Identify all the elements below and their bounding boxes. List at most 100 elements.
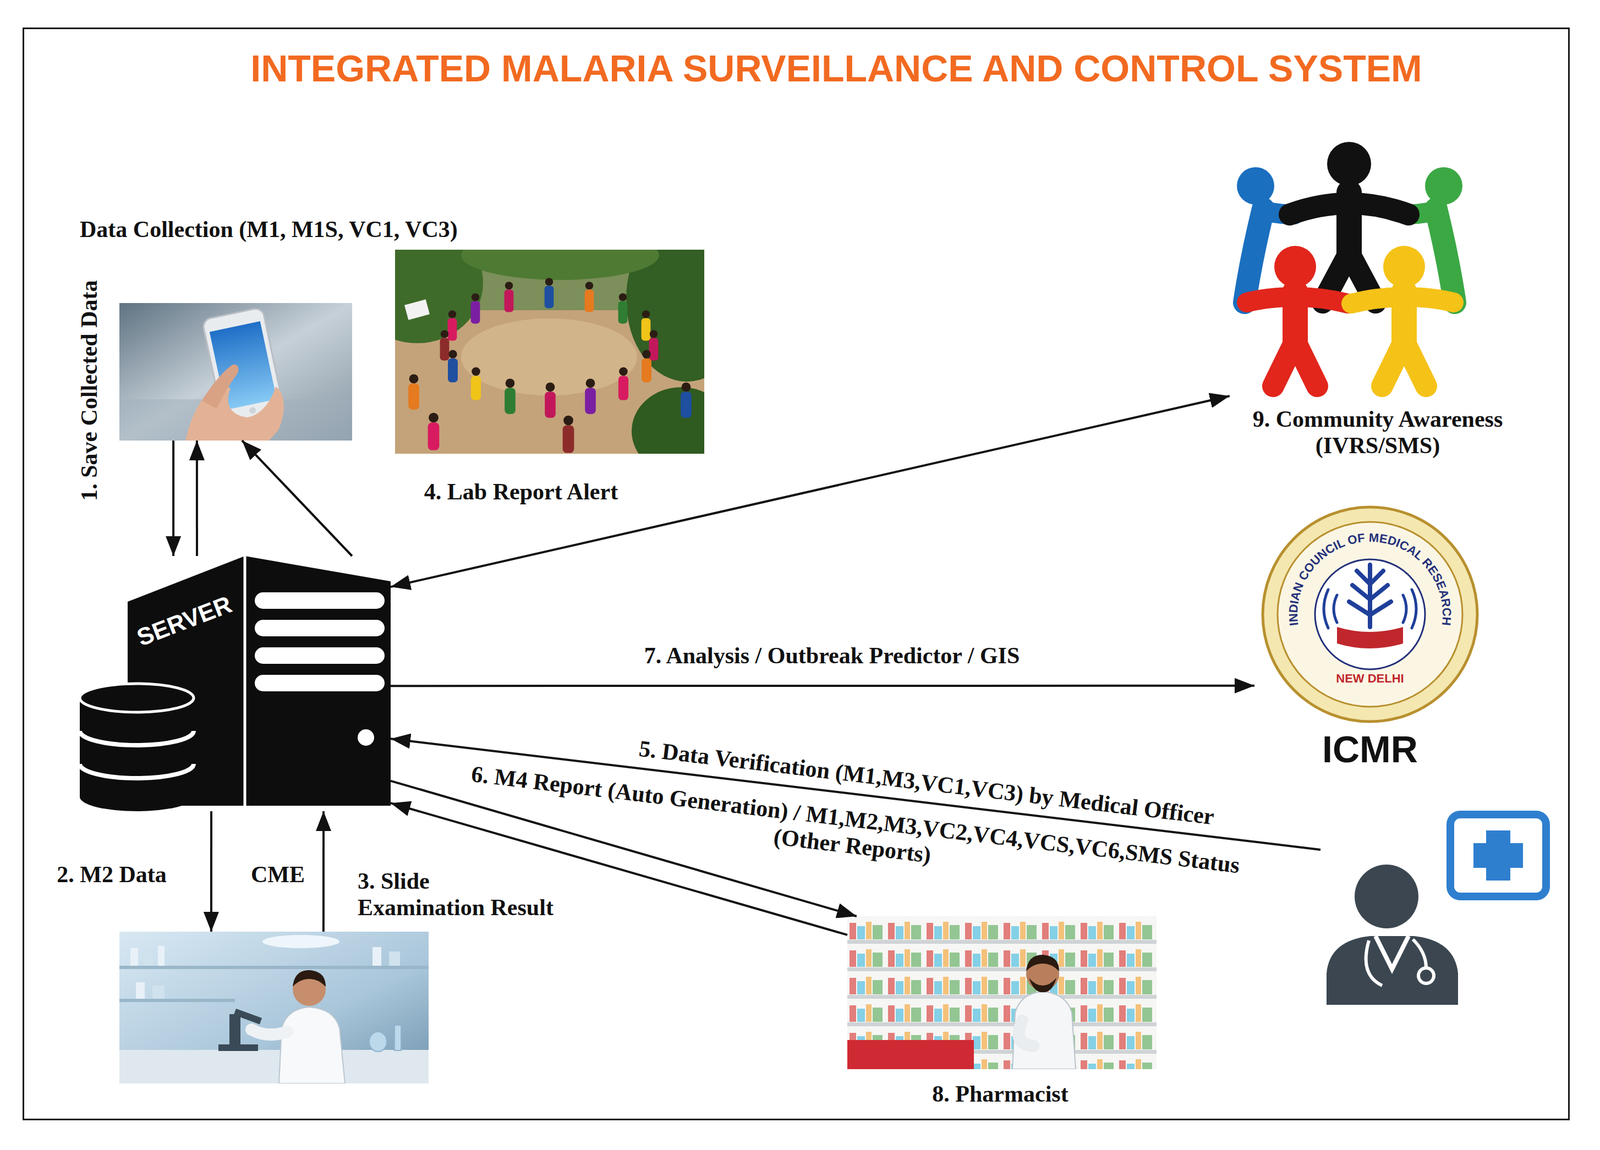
crowd-photo-part-part	[470, 367, 481, 401]
lab-photo-part-part	[369, 1032, 387, 1052]
lab-photo-part-part	[143, 952, 154, 967]
community-logo-part	[1273, 341, 1318, 387]
connector-line	[390, 685, 1255, 688]
crowd-photo-part-part	[618, 293, 628, 324]
server-icon-part	[244, 556, 391, 807]
connector	[322, 811, 324, 933]
connector	[390, 396, 1230, 588]
connector-line	[210, 811, 213, 933]
icmr-node: INDIAN COUNCIL OF MEDICAL RESEARCH NEW DE…	[1254, 501, 1486, 771]
lab-photo-part-part	[157, 946, 165, 967]
edge-label: 1. Save Collected Data	[76, 280, 103, 501]
crowd-photo-part-part	[544, 277, 555, 309]
pharmacist-photo-part-part	[1012, 992, 1076, 1070]
lab-photo-part-part	[135, 982, 145, 1000]
crowd-photo-part-part	[544, 382, 556, 418]
lab-photo-part-part	[119, 999, 235, 1003]
phone-photo-part	[119, 303, 353, 441]
pharmacist-photo-part-part	[1026, 955, 1060, 972]
pharmacist-photo-part	[847, 916, 1157, 1070]
icmr-logo	[1262, 507, 1478, 722]
icmr-logo-part	[1337, 627, 1404, 649]
lab-photo-part-part	[218, 1044, 259, 1052]
crowd-photo-part-part	[641, 310, 651, 341]
community-logo-part	[1327, 141, 1372, 186]
server-icon-part	[79, 683, 194, 713]
lab-photo-part-part	[394, 1025, 402, 1051]
community-logo-part	[1244, 209, 1264, 303]
phone-photo-part-part	[201, 364, 239, 409]
node-text: NEW DELHI	[1335, 671, 1404, 686]
pharmacist-photo-part-part	[1028, 978, 1057, 993]
connector	[242, 440, 353, 557]
server-icon-part	[357, 729, 375, 747]
server-icon-part	[79, 731, 194, 746]
lab-photo-part-part	[388, 951, 400, 967]
connector-line	[390, 396, 1230, 588]
node-text: ICMR	[1322, 727, 1418, 771]
free-label: CME	[250, 861, 305, 889]
crowd-photo-part-part	[649, 330, 659, 361]
community-logo-part	[1382, 341, 1427, 387]
lab-photo-part-part	[251, 1029, 288, 1035]
crowd-photo-part-part	[584, 378, 596, 414]
lab-photo-part-part	[233, 1009, 262, 1025]
pharmacist-photo-part-part	[1018, 1021, 1034, 1047]
connector-line	[195, 440, 199, 557]
community-logo-part	[1246, 297, 1349, 304]
doctor-icon-part	[1354, 864, 1419, 929]
phone-photo-part-part-part	[248, 406, 257, 415]
community-logo	[1236, 141, 1463, 387]
logo-ring-text: INDIAN COUNCIL OF MEDICAL RESEARCH	[1286, 530, 1454, 628]
edge-label: 4. Lab Report Alert	[424, 478, 618, 506]
lab-photo-part-part	[292, 970, 326, 988]
icmr-logo-part	[1314, 559, 1426, 670]
crowd-photo-part-part	[641, 349, 652, 383]
node-text: 8. Pharmacist	[932, 1081, 1068, 1108]
doctor-icon	[1326, 814, 1547, 1006]
crowd-photo-part-part	[440, 330, 450, 361]
pharmacist-photo-part-part	[847, 916, 1157, 1070]
server-icon-part	[79, 764, 194, 779]
crowd-photo-part-part	[428, 412, 440, 451]
crowd-photo-part-part	[584, 281, 595, 312]
server-icon-part	[254, 647, 385, 665]
connector-line	[242, 440, 353, 557]
lab-photo-part-part	[119, 1050, 429, 1084]
doctor-icon-part	[1473, 843, 1523, 869]
pharmacist-node: 8. Pharmacist	[847, 916, 1157, 1070]
doctor-node	[1320, 808, 1558, 1007]
crowd-photo-part-part	[447, 310, 458, 341]
pharmacist-photo	[847, 916, 1157, 1070]
edge-label: 7. Analysis / Outbreak Predictor / GIS	[644, 642, 1021, 670]
lab-photo-part-part	[130, 948, 139, 967]
lab-node	[119, 932, 429, 1084]
crowd-photo-part-part	[618, 367, 629, 401]
doctor-icon-part	[1412, 939, 1427, 969]
crowd-photo-part-part	[470, 293, 481, 324]
community-node: 9. Community Awareness (IVRS/SMS)	[1212, 137, 1487, 397]
connector	[196, 440, 197, 557]
community-logo-part	[1436, 209, 1455, 303]
icmr-logo-part	[1277, 522, 1463, 708]
icmr-logo-part	[1349, 565, 1391, 628]
crowd-photo-part-part	[504, 281, 514, 312]
lab-photo-part	[119, 932, 429, 1084]
server-icon	[79, 556, 391, 812]
phone-node: Data Collection (M1, M1S, VC1, VC3)	[119, 303, 353, 441]
logo-ring-path-text: INDIAN COUNCIL OF MEDICAL RESEARCH	[1286, 530, 1454, 628]
lab-photo-part-part	[372, 947, 382, 967]
pharmacist-photo-part-part	[847, 916, 1157, 1070]
crowd-photo-part-part	[631, 387, 705, 454]
connector	[173, 440, 174, 557]
lab-photo-part-part	[262, 935, 340, 949]
crowd-photo-part-part	[447, 349, 458, 383]
icmr-logo-part	[1262, 507, 1478, 722]
title-text: INTEGRATED MALARIA SURVEILLANCE AND CONT…	[250, 46, 1422, 90]
connector	[210, 811, 212, 933]
edge-label: 2. M2 Data	[56, 861, 167, 889]
crowd-photo-part-part	[404, 299, 430, 320]
